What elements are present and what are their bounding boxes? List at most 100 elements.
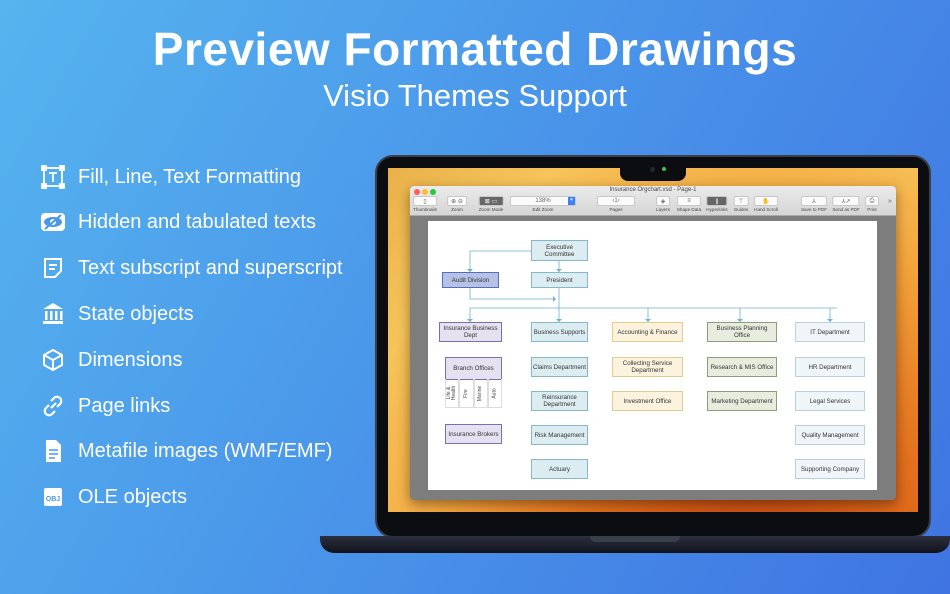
page-subtitle: Visio Themes Support <box>323 78 627 113</box>
org-box-executive[interactable]: Executive Committee <box>531 240 588 261</box>
svg-text:OBJ: OBJ <box>46 496 61 503</box>
laptop-base <box>320 536 950 553</box>
org-box[interactable]: Investment Office <box>612 391 683 411</box>
sidebar-icon: ▯ <box>413 196 437 206</box>
hand-scroll-button[interactable]: ✋Hand Scroll <box>754 196 778 212</box>
org-box[interactable]: Quality Management <box>795 425 865 445</box>
org-box[interactable]: Reinsurance Department <box>531 391 588 411</box>
feature-item: Metafile images (WMF/EMF) <box>40 437 332 465</box>
label: Layers <box>656 207 670 212</box>
save-to-pdf-button[interactable]: ⅄Save to PDF <box>800 196 828 212</box>
page-title: Preview Formatted Drawings <box>152 23 798 75</box>
drawing-page: Executive Committee Audit Division Presi… <box>428 221 877 490</box>
pdf-icon: ⅄ <box>800 196 828 206</box>
camera-icon <box>650 167 655 172</box>
feature-item: OBJ OLE objects <box>40 483 187 511</box>
label: Fire <box>462 388 469 398</box>
feature-label: Metafile images (WMF/EMF) <box>78 439 333 462</box>
label: Send as PDF <box>832 207 860 212</box>
zoom-mode-icon: ⊠ ▭ <box>478 196 504 206</box>
print-button[interactable]: ⎙Print <box>865 196 879 212</box>
zoom-mode-button[interactable]: ⊠ ▭Zoom Mode <box>478 196 504 212</box>
window-title: Insurance Orgchart.vsd - Page-1 <box>609 187 697 193</box>
label: Pages <box>609 207 623 212</box>
link-icon <box>43 395 63 417</box>
ole-object-icon: OBJ <box>44 488 62 506</box>
label: Save to PDF <box>800 207 828 212</box>
layers-button[interactable]: ◈Layers <box>656 196 670 212</box>
org-box-president[interactable]: President <box>531 272 588 288</box>
send-pdf-icon: ⅄↗ <box>832 196 860 206</box>
eye-icon <box>41 213 65 231</box>
org-box[interactable]: IT Department <box>795 322 865 342</box>
feature-item: State objects <box>40 300 194 328</box>
feature-label: Fill, Line, Text Formatting <box>78 165 302 188</box>
edit-zoom-field[interactable]: 138% ▾ Edit Zoom <box>510 196 576 212</box>
toolbar: Insurance Orgchart.vsd - Page-1 ▯Thumbna… <box>410 186 896 216</box>
label: Marine <box>477 385 484 401</box>
minimize-button[interactable] <box>422 189 428 195</box>
org-box[interactable]: Claims Department <box>531 357 588 377</box>
app-window: Insurance Orgchart.vsd - Page-1 ▯Thumbna… <box>410 186 896 500</box>
send-as-pdf-button[interactable]: ⅄↗Send as PDF <box>832 196 860 212</box>
org-box[interactable]: Legal Services <box>795 391 865 411</box>
org-box[interactable]: Research & MIS Office <box>707 357 777 377</box>
label: Guides <box>733 207 749 212</box>
document-text-icon <box>44 258 62 278</box>
zoom-in-out-icon: ⊕ ⊖ <box>447 196 467 206</box>
org-box[interactable]: Business Planning Office <box>707 322 777 342</box>
cube-icon <box>43 348 63 372</box>
feature-label: Hidden and tabulated texts <box>78 210 316 233</box>
org-box[interactable]: Branch Offices <box>445 357 502 380</box>
more-button[interactable]: » <box>888 198 892 205</box>
connector-lines <box>467 250 837 322</box>
org-box[interactable]: Risk Management <box>531 425 588 445</box>
org-box[interactable]: Collecting Service Department <box>612 357 683 377</box>
label: Print <box>867 207 877 212</box>
org-box[interactable]: Accounting & Finance <box>612 322 683 342</box>
guides-icon: ⊤ <box>733 196 749 206</box>
close-button[interactable] <box>414 189 420 195</box>
label: Hand Scroll <box>754 207 778 212</box>
printer-icon: ⎙ <box>865 196 879 206</box>
layers-icon: ◈ <box>656 196 670 206</box>
feature-label: State objects <box>78 302 194 325</box>
org-box[interactable]: HR Department <box>795 357 865 377</box>
org-sub-box[interactable]: Marine <box>473 379 488 408</box>
shape-data-button[interactable]: ≡Shape Data <box>676 196 702 212</box>
hand-icon: ✋ <box>754 196 778 206</box>
label: Edit Zoom <box>532 207 554 212</box>
maximize-button[interactable] <box>430 189 436 195</box>
dropdown-icon[interactable]: ▾ <box>568 197 575 205</box>
bank-icon <box>43 303 63 324</box>
feature-label: OLE objects <box>78 485 187 508</box>
feature-label: Page links <box>78 394 171 417</box>
label: Shape Data <box>676 207 702 212</box>
hyperlinks-button[interactable]: ∥Hyperlinks <box>706 196 728 212</box>
label: Zoom <box>451 207 463 212</box>
org-box[interactable]: Insurance Brokers <box>445 424 502 444</box>
org-box[interactable]: Supporting Company <box>795 459 865 479</box>
pages-control[interactable]: ‹ 1 ›Pages <box>597 196 635 212</box>
laptop-screen: Insurance Orgchart.vsd - Page-1 ▯Thumbna… <box>388 168 918 512</box>
label: Thumbnails <box>413 207 437 212</box>
org-box[interactable]: Business Supports <box>531 322 588 342</box>
label: Auto <box>491 387 498 399</box>
org-sub-box[interactable]: Auto <box>487 379 502 408</box>
feature-label: Text subscript and superscript <box>78 256 343 279</box>
label: Life & Health <box>446 385 458 401</box>
org-sub-box[interactable]: Life & Health <box>445 379 460 408</box>
org-box-audit[interactable]: Audit Division <box>442 272 499 288</box>
guides-button[interactable]: ⊤Guides <box>733 196 749 212</box>
page-number: 1 <box>614 198 618 204</box>
zoom-button[interactable]: ⊕ ⊖Zoom <box>447 196 467 212</box>
org-box[interactable]: Insurance Business Dept <box>439 322 502 342</box>
thumbnails-button[interactable]: ▯Thumbnails <box>413 196 437 212</box>
org-box[interactable]: Marketing Department <box>707 391 777 411</box>
list-icon: ≡ <box>676 196 702 206</box>
zoom-value: 138% <box>535 198 551 204</box>
org-box[interactable]: Actuary <box>531 459 588 479</box>
feature-item: Fill, Line, Text Formatting <box>40 163 301 191</box>
org-sub-box[interactable]: Fire <box>459 379 474 408</box>
label: Hyperlinks <box>706 207 728 212</box>
